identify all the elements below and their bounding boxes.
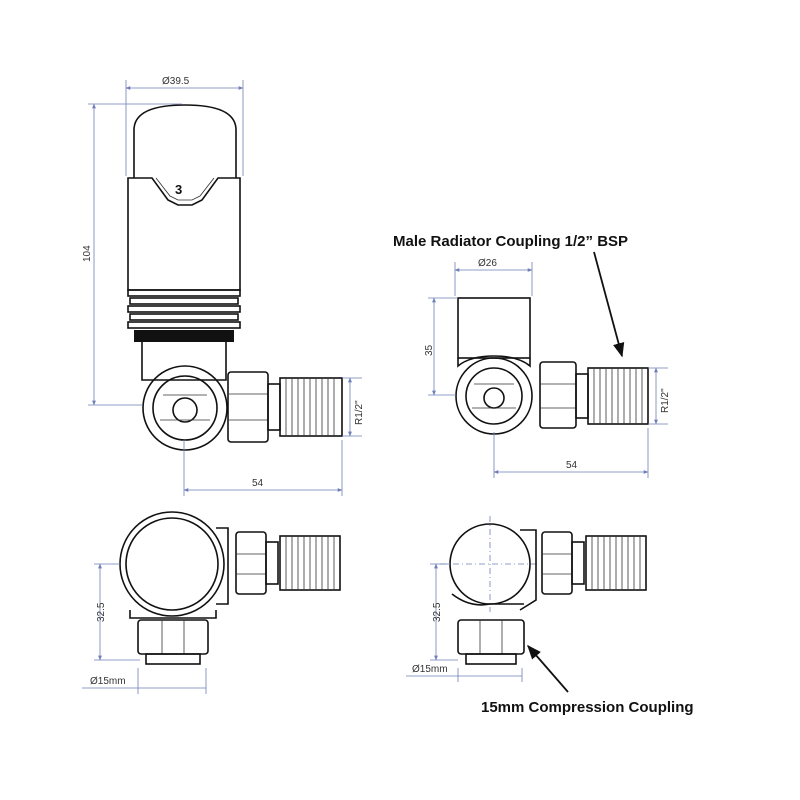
plan-lockshield-nut	[541, 531, 573, 595]
dim-depth-left: 32.5	[96, 602, 107, 622]
plan-head-inner	[125, 517, 219, 611]
lockshield-body	[455, 357, 533, 435]
plan-union-nut	[235, 531, 267, 595]
valve-inner-ring	[152, 375, 218, 441]
dim-thread-right: R1/2"	[660, 388, 671, 413]
head-base-ring	[134, 330, 234, 342]
union-nut	[227, 371, 269, 443]
male-thread-tail	[279, 377, 343, 437]
dim-pipe-left: Ø15mm	[90, 676, 126, 687]
plan-lockshield-thread	[585, 535, 647, 591]
plan-compression-nut	[137, 619, 209, 655]
compression-coupling-arrow	[527, 644, 569, 693]
lockshield-union-nut	[539, 361, 577, 429]
lockshield-elevation: Ø26 35 R1/2" 54	[424, 258, 671, 478]
valve-neck	[141, 342, 227, 381]
dim-body-diameter: Ø26	[478, 258, 497, 269]
dim-length-right: 54	[566, 460, 578, 471]
collar	[267, 383, 281, 431]
plan-lockshield-compression-nut	[457, 619, 525, 655]
lockshield-collar	[575, 373, 589, 419]
male-coupling-arrow	[593, 251, 625, 358]
dim-thread-left: R1/2"	[354, 400, 365, 425]
plan-thread-tail	[279, 535, 341, 591]
lockshield-thread-tail	[587, 367, 649, 425]
dim-length-left: 54	[252, 478, 264, 489]
lockshield-plan: 32.5 Ø15mm	[406, 516, 647, 682]
valve-body	[142, 365, 228, 451]
spindle-cap	[457, 297, 531, 359]
grip-rings	[127, 289, 241, 329]
dim-body-height: 35	[424, 344, 435, 356]
dim-top-diameter: Ø39.5	[162, 76, 190, 87]
dim-pipe-right: Ø15mm	[412, 664, 448, 675]
thermostatic-valve-plan: 32.5 Ø15mm	[82, 511, 341, 694]
plan-head-outer	[119, 511, 225, 617]
lockshield-port	[483, 387, 505, 409]
dim-depth-right: 32.5	[432, 602, 443, 622]
dim-head-height: 104	[82, 245, 93, 262]
lockshield-inner-ring	[465, 367, 523, 425]
head-cap	[133, 104, 237, 178]
valve-port	[172, 397, 198, 423]
male-coupling-callout: Male Radiator Coupling 1/2” BSP	[393, 233, 628, 250]
thermostatic-valve-elevation: 3 Ø39.5 104	[82, 76, 365, 496]
head-number-label: 3	[175, 182, 182, 197]
head-body	[127, 177, 241, 291]
compression-coupling-callout: 15mm Compression Coupling	[481, 699, 694, 716]
